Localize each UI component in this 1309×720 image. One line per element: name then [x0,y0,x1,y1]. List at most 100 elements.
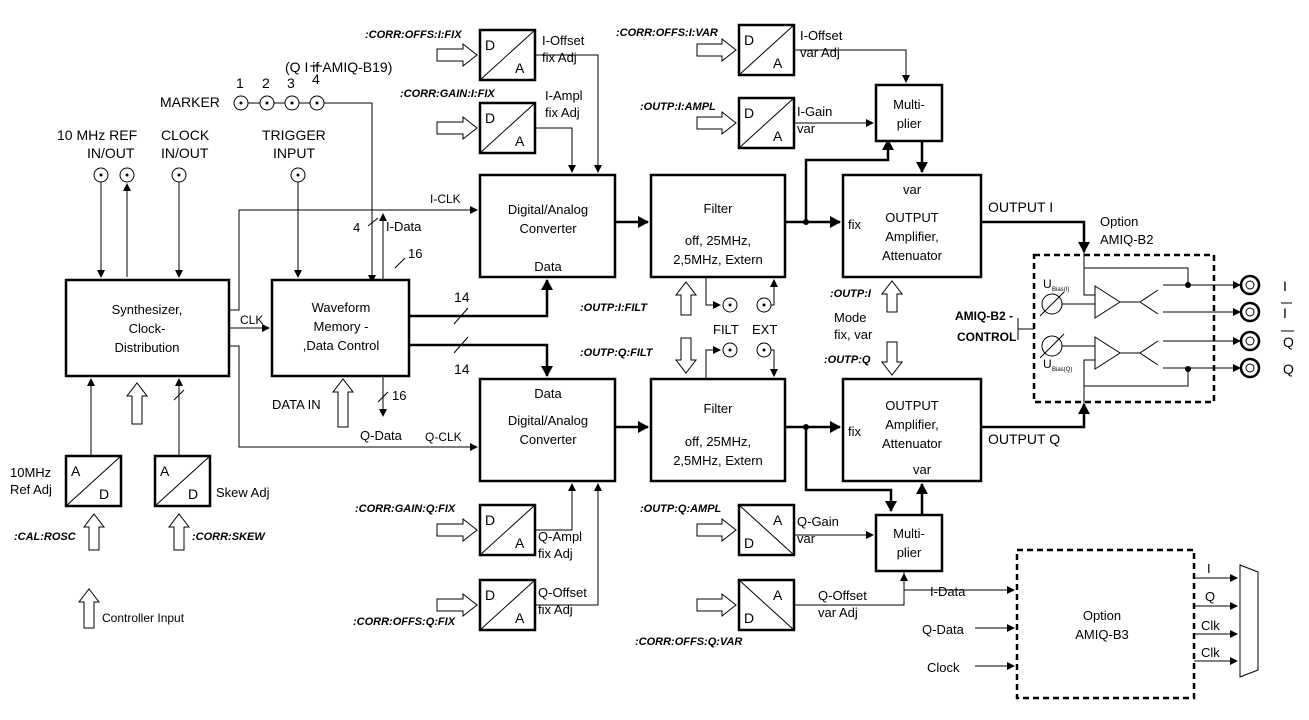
dac-q-line-2: Digital/Analog [508,413,588,428]
out-q-fix: fix [848,424,862,439]
clk-label: CLK [240,313,263,327]
i-offset-var-1: I-Offset [800,28,843,43]
cmd-corr-offs-i-fix: :CORR:OFFS:I:FIX [365,29,462,41]
filter-i-block: Filter off, 25MHz, 2,5MHz, Extern [649,173,787,279]
b2-line-2: AMIQ-B2 [1100,232,1153,247]
synth-line-2: Clock- [129,321,166,336]
bus-14-top: 14 [454,289,470,305]
out-i-line-2: Amplifier, [885,229,938,244]
ref-label-2: IN/OUT [87,145,135,161]
b3-line-1: Option [1083,608,1121,623]
option-b3-block: Option AMIQ-B3 I-Data Q-Data Clock I Q C… [922,548,1259,700]
ubias-i: U [1043,277,1052,291]
filt-ext-connectors: FILT EXT [674,277,778,379]
data-paths: 14 14 I-Data 4 16 16 Q-Data DATA IN [272,213,553,443]
clock-label-1: CLOCK [161,127,210,143]
i-offset-fix-1: I-Offset [542,33,585,48]
b3-out-clk2: Clk [1201,645,1220,660]
i-gain-var-1: I-Gain [797,104,832,119]
dac-q-gain-var: A D :OUTP:Q:AMPL Q-Gain var [640,503,874,557]
cmd-cal-rosc: :CAL:ROSC [14,531,77,543]
q-offset-var-1: Q-Offset [818,588,867,603]
q-gain-var-1: Q-Gain [797,514,839,529]
marker-label: MARKER [160,94,220,110]
dac-i-line-1: Digital/Analog [508,202,588,217]
conv-a: A [773,128,783,144]
marker-3: 3 [287,75,295,91]
i-clk-label: I-CLK [430,192,461,206]
waveform-line-3: ,Data Control [303,338,380,353]
out-i-line-3: Attenuator [882,248,943,263]
q-data-label: Q-Data [360,428,403,443]
output-i-block: var fix OUTPUT Amplifier, Attenuator [841,173,983,279]
dac-i-block: Digital/Analog Converter Data [478,173,617,279]
conv-d: D [99,486,109,502]
cmd-corr-gain-i-fix: :CORR:GAIN:I:FIX [400,88,495,100]
marker-2: 2 [262,75,270,91]
multiplier-i: Multi- plier [874,83,944,143]
trigger-label-2: INPUT [273,145,315,161]
dac-q-ampl-fix: D A :CORR:GAIN:Q:FIX Q-Ampl fix Adj [355,483,582,561]
q-ampl-fix-2: fix Adj [538,546,573,561]
out-i-var: var [903,182,922,197]
ubias-i-sub: Bias(I) [1052,287,1069,293]
i-ampl-fix-2: fix Adj [545,105,580,120]
output-q-label: OUTPUT Q [988,431,1060,447]
filter-q-line-2: off, 25MHz, [685,434,751,449]
output-q-block: OUTPUT fix Amplifier, Attenuator var [841,377,983,483]
skew-adj-label: Skew Adj [216,485,270,500]
synth-line-3: Distribution [114,340,179,355]
out-i-fix: fix [848,217,862,232]
waveform-line-1: Waveform [312,300,371,315]
marker-1: 1 [236,75,244,91]
b3-line-2: AMIQ-B3 [1075,627,1128,642]
conv-d: D [744,610,754,626]
out-q-line-2: Amplifier, [885,417,938,432]
legend-controller-input: Controller Input [77,588,185,629]
trigger-label-1: TRIGGER [262,127,326,143]
synthesizer-block: Synthesizer, Clock- Distribution [64,278,231,378]
i-offset-var-2: var Adj [800,45,840,60]
conv-d: D [485,587,495,603]
clock-label-2: IN/OUT [161,145,209,161]
cmd-corr-offs-q-fix: :CORR:OFFS:Q:FIX [353,616,456,628]
dac-i-gain-var: D A :OUTP:I:AMPL I-Gain var [640,96,874,150]
b3-out-i: I [1207,561,1211,576]
cmd-outp-i-ampl: :OUTP:I:AMPL [640,101,716,113]
adc-skew-adj: A D Skew Adj :CORR:SKEW [153,378,270,551]
b2-out-ibar: I [1283,305,1287,321]
b2-ctrl-1: AMIQ-B2 - [955,309,1013,323]
out-i-line-1: OUTPUT [885,210,939,225]
b3-out-q: Q [1205,589,1215,604]
conv-a: A [773,587,783,603]
conv-d: D [485,512,495,528]
dac-q-line-1: Data [534,386,562,401]
ext-label: EXT [752,322,777,337]
out-q-var: var [913,462,932,477]
b2-out-q: Q [1283,361,1294,377]
b2-out-i: I [1283,278,1287,294]
cmd-outp-q-ampl: :OUTP:Q:AMPL [640,503,722,515]
b2-output-connectors: I I Q Q [1239,274,1294,379]
ubias-q: U [1043,357,1052,371]
b3-in-idata: I-Data [930,584,966,599]
conv-a: A [160,463,170,479]
cmd-corr-offs-i-var: :CORR:OFFS:I:VAR [616,27,718,39]
conv-d: D [485,110,495,126]
dac-i-offset-var: D A :CORR:OFFS:I:VAR I-Offset var Adj [616,23,910,83]
q-ampl-fix-1: Q-Ampl [538,529,582,544]
q-clk-label: Q-CLK [425,430,462,444]
dac-i-line-3: Data [534,259,562,274]
multiplier-q: Multi- plier [874,513,944,573]
data-in-label: DATA IN [272,397,321,412]
filt-label: FILT [713,322,739,337]
b3-out-clk1: Clk [1201,618,1220,633]
bus-14-bottom: 14 [454,361,470,377]
conv-a: A [515,60,525,76]
cmd-outp-i-filt: :OUTP:I:FILT [580,302,648,314]
filter-q-line-3: 2,5MHz, Extern [673,453,763,468]
option-b2-block: Option AMIQ-B2 AMIQ-B2 - CONTROL U Bias(… [955,214,1241,404]
conv-a: A [515,610,525,626]
q-offset-fix-2: fix Adj [538,602,573,617]
cmd-corr-offs-q-var: :CORR:OFFS:Q:VAR [635,636,742,648]
